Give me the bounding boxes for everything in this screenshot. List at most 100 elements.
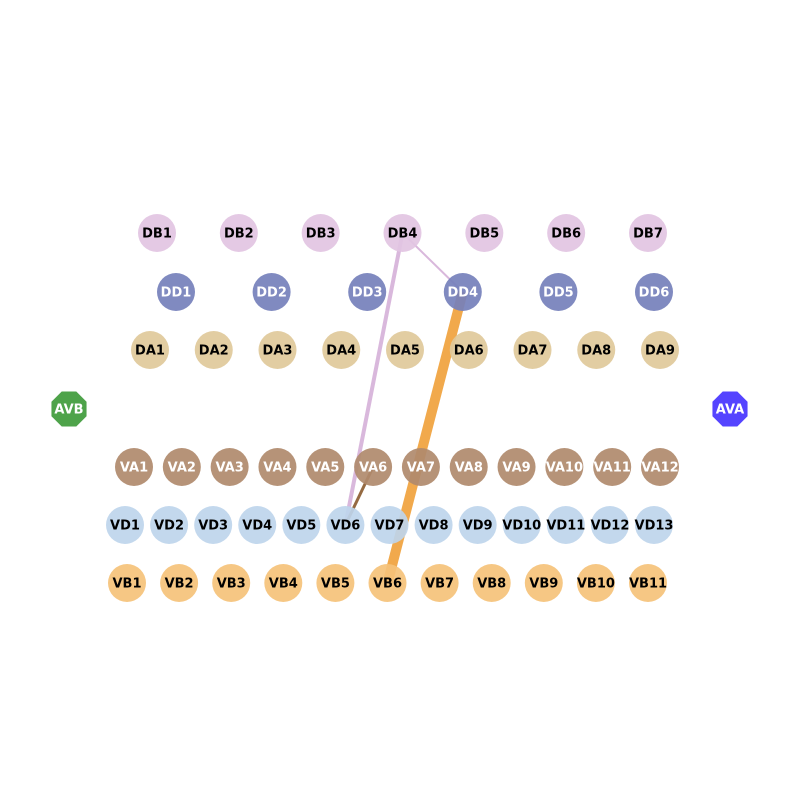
node-va8[interactable]: VA8 <box>449 448 488 486</box>
node-da9[interactable]: DA9 <box>641 331 679 369</box>
node-dd6[interactable]: DD6 <box>635 273 673 311</box>
node-vd11[interactable]: VD11 <box>546 506 585 544</box>
node-circle <box>108 564 146 602</box>
node-circle <box>629 564 667 602</box>
node-label: DA6 <box>454 344 484 359</box>
node-vb1[interactable]: VB1 <box>108 564 146 602</box>
node-label: DA4 <box>326 344 356 359</box>
node-vd13[interactable]: VD13 <box>635 506 674 544</box>
node-db3[interactable]: DB3 <box>301 214 340 252</box>
node-label: VD13 <box>635 519 674 534</box>
node-circle <box>282 506 321 544</box>
node-circle <box>238 506 277 544</box>
node-vd2[interactable]: VD2 <box>150 506 189 544</box>
node-da2[interactable]: DA2 <box>194 331 233 369</box>
node-circle <box>258 448 297 486</box>
node-vd4[interactable]: VD4 <box>238 506 277 544</box>
node-db6[interactable]: DB6 <box>547 214 586 252</box>
node-circle <box>115 448 153 486</box>
node-db2[interactable]: DB2 <box>219 214 258 252</box>
node-circle <box>545 448 584 486</box>
node-circle <box>383 214 422 252</box>
node-label: VD2 <box>154 519 184 534</box>
node-circle <box>194 506 233 544</box>
node-va5[interactable]: VA5 <box>306 448 345 486</box>
node-vb11[interactable]: VB11 <box>629 564 667 602</box>
node-circle <box>546 506 585 544</box>
node-va2[interactable]: VA2 <box>162 448 201 486</box>
node-db5[interactable]: DB5 <box>465 214 504 252</box>
node-circle <box>449 448 488 486</box>
node-avb[interactable]: AVB <box>51 391 87 427</box>
node-vd7[interactable]: VD7 <box>370 506 409 544</box>
node-da1[interactable]: DA1 <box>131 331 169 369</box>
node-circle <box>497 448 536 486</box>
node-vb2[interactable]: VB2 <box>160 564 199 602</box>
node-circle <box>326 506 365 544</box>
node-label: DA3 <box>263 344 293 359</box>
node-va11[interactable]: VA11 <box>593 448 632 486</box>
node-va12[interactable]: VA12 <box>641 448 679 486</box>
node-vd5[interactable]: VD5 <box>282 506 321 544</box>
node-dd5[interactable]: DD5 <box>539 273 578 311</box>
node-vb10[interactable]: VB10 <box>577 564 615 602</box>
node-circle <box>414 506 453 544</box>
node-dd3[interactable]: DD3 <box>348 273 387 311</box>
node-label: DD6 <box>639 286 670 301</box>
node-circle <box>547 214 586 252</box>
node-label: DA2 <box>199 344 229 359</box>
node-dd2[interactable]: DD2 <box>252 273 291 311</box>
node-va1[interactable]: VA1 <box>115 448 153 486</box>
node-label: DD4 <box>447 286 478 301</box>
node-vd8[interactable]: VD8 <box>414 506 453 544</box>
node-da4[interactable]: DA4 <box>322 331 361 369</box>
node-va4[interactable]: VA4 <box>258 448 297 486</box>
node-ava[interactable]: AVA <box>712 391 748 427</box>
node-circle <box>316 564 355 602</box>
node-vd6[interactable]: VD6 <box>326 506 365 544</box>
node-circle <box>401 448 440 486</box>
node-circle <box>502 506 541 544</box>
node-vb6[interactable]: VB6 <box>368 564 407 602</box>
node-vb5[interactable]: VB5 <box>316 564 355 602</box>
node-vb4[interactable]: VB4 <box>264 564 303 602</box>
node-vd9[interactable]: VD9 <box>458 506 497 544</box>
node-db1[interactable]: DB1 <box>138 214 176 252</box>
node-da5[interactable]: DA5 <box>386 331 424 369</box>
node-vd3[interactable]: VD3 <box>194 506 233 544</box>
node-va10[interactable]: VA10 <box>545 448 584 486</box>
node-dd4[interactable]: DD4 <box>443 273 482 311</box>
node-da6[interactable]: DA6 <box>449 331 488 369</box>
node-vb9[interactable]: VB9 <box>524 564 563 602</box>
node-circle <box>138 214 176 252</box>
node-label: VB4 <box>269 577 298 592</box>
node-da7[interactable]: DA7 <box>513 331 552 369</box>
node-vd10[interactable]: VD10 <box>502 506 541 544</box>
node-dd1[interactable]: DD1 <box>157 273 195 311</box>
node-label: DA1 <box>135 344 165 359</box>
node-db7[interactable]: DB7 <box>629 214 667 252</box>
node-label: VA9 <box>502 461 530 476</box>
node-da8[interactable]: DA8 <box>577 331 616 369</box>
node-va6[interactable]: VA6 <box>354 448 393 486</box>
node-vb8[interactable]: VB8 <box>472 564 511 602</box>
node-vb7[interactable]: VB7 <box>420 564 459 602</box>
node-da3[interactable]: DA3 <box>258 331 297 369</box>
node-vb3[interactable]: VB3 <box>212 564 251 602</box>
node-circle <box>458 506 497 544</box>
node-circle <box>590 506 629 544</box>
node-va3[interactable]: VA3 <box>210 448 249 486</box>
node-va9[interactable]: VA9 <box>497 448 536 486</box>
node-va7[interactable]: VA7 <box>401 448 440 486</box>
node-db4[interactable]: DB4 <box>383 214 422 252</box>
node-label: VB11 <box>629 577 667 592</box>
node-circle <box>576 564 615 602</box>
node-vd12[interactable]: VD12 <box>590 506 629 544</box>
node-label: AVB <box>54 403 83 418</box>
node-circle <box>635 273 673 311</box>
node-label: DA7 <box>518 344 548 359</box>
node-label: VD6 <box>330 519 360 534</box>
node-vd1[interactable]: VD1 <box>106 506 144 544</box>
